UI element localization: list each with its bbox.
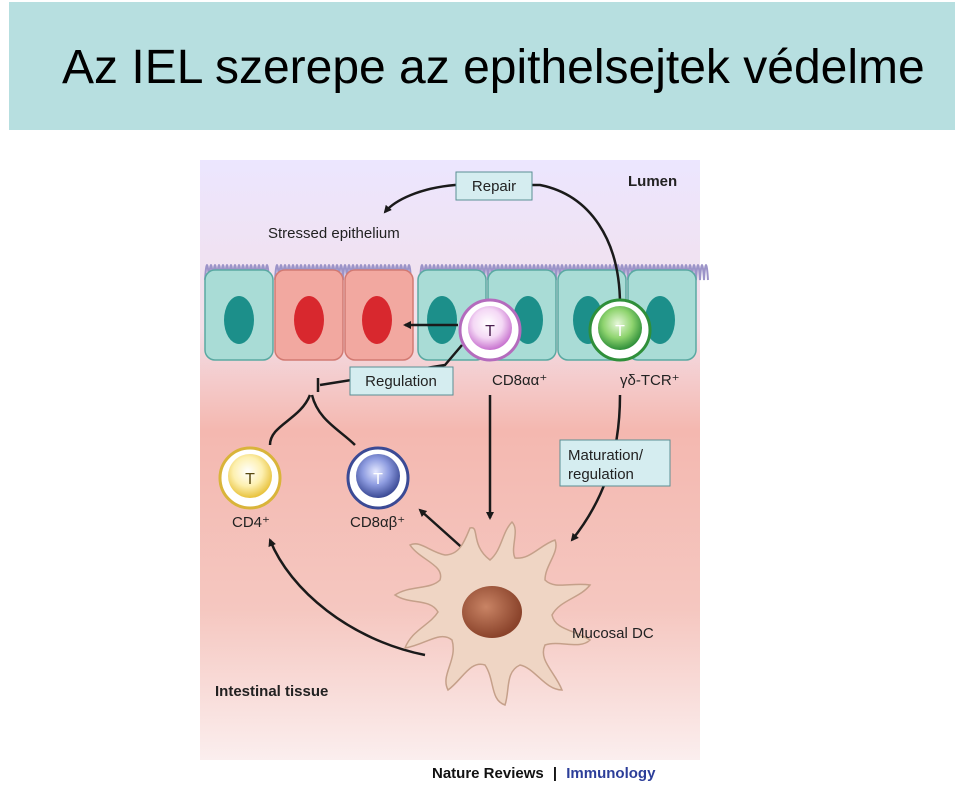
tcell-cd8ab: T xyxy=(346,446,410,510)
maturation-box: Maturation/ regulation xyxy=(559,439,671,487)
tcell-cd8aa: T xyxy=(458,298,522,362)
gdtcr-label: γδ-TCR⁺ xyxy=(620,372,680,389)
cd4-branch xyxy=(268,394,312,446)
cd4-label: CD4⁺ xyxy=(232,514,270,531)
cd8aa-label: CD8αα⁺ xyxy=(492,372,547,389)
mucosal-dc xyxy=(393,520,592,706)
repair-box: Repair xyxy=(455,171,533,201)
lumen-label: Lumen xyxy=(628,173,677,190)
tcell-letter: T xyxy=(615,323,625,340)
nucleus xyxy=(427,296,457,344)
slide-title: Az IEL szerepe az epithelsejtek védelme xyxy=(62,41,925,94)
credit-line: Nature Reviews | Immunology xyxy=(432,765,656,782)
svg-text:Maturation/: Maturation/ xyxy=(568,447,644,464)
tcell-gd: T xyxy=(588,298,652,362)
regulation-box: Regulation xyxy=(349,366,454,396)
tcell-letter: T xyxy=(245,471,255,488)
nucleus xyxy=(224,296,254,344)
tcell-letter: T xyxy=(485,323,495,340)
tcell-cd4: T xyxy=(218,446,282,510)
repair-arrow xyxy=(383,183,622,306)
dc-to-cd4-arrow xyxy=(268,538,426,657)
stressed-epithelium-label: Stressed epithelium xyxy=(268,225,400,242)
intestinal-tissue-label: Intestinal tissue xyxy=(215,683,328,700)
stressed-nucleus xyxy=(362,296,392,344)
svg-text:Regulation: Regulation xyxy=(365,373,437,390)
nucleus xyxy=(645,296,675,344)
dc-nucleus xyxy=(462,586,522,638)
cd8ab-branch xyxy=(310,394,356,446)
svg-text:regulation: regulation xyxy=(568,466,634,483)
dc-to-cd8ab-arrow xyxy=(418,508,469,554)
cd8ab-label: CD8αβ⁺ xyxy=(350,514,405,531)
title-bar xyxy=(9,2,955,130)
svg-text:Repair: Repair xyxy=(472,178,516,195)
stressed-nucleus xyxy=(294,296,324,344)
mucosal-dc-label: Mucosal DC xyxy=(572,625,654,642)
tcell-letter: T xyxy=(373,471,383,488)
